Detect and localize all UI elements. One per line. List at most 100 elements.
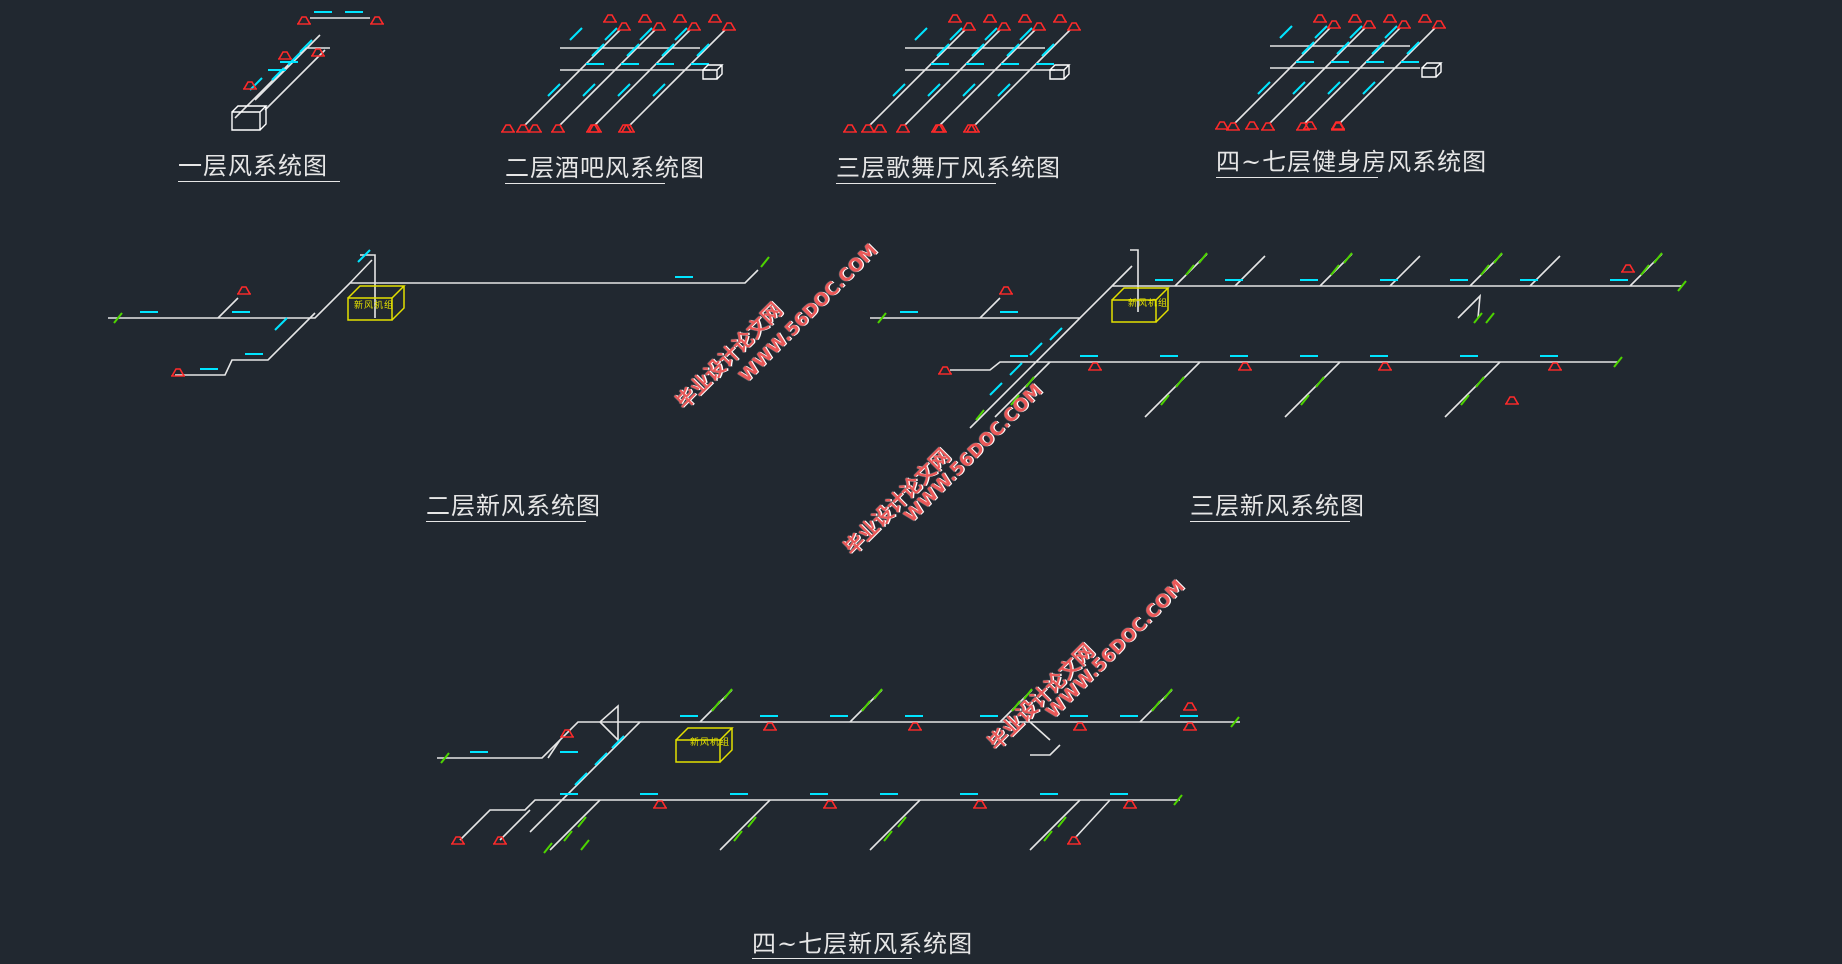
air-unit-box (231, 105, 268, 131)
duct-lines (108, 17, 1682, 851)
title-floor2-fresh-air-system: 二层新风系统图 (426, 492, 601, 520)
duct-line (254, 34, 321, 101)
valve-mark (543, 842, 553, 854)
air-diffuser-symbol (297, 16, 311, 25)
duct-size-annotation (617, 83, 631, 97)
air-diffuser-symbol (1362, 20, 1376, 29)
valve-marks (113, 252, 1687, 854)
air-diffuser-symbol (237, 286, 251, 295)
valve-mark (733, 830, 743, 842)
title-underline (505, 183, 665, 184)
duct-size-annotation (949, 27, 963, 41)
duct-line (1284, 361, 1341, 418)
duct-line (1030, 744, 1061, 756)
air-diffuser-symbol (638, 14, 652, 23)
duct-size-annotation (1336, 41, 1350, 55)
duct-size-annotation (652, 83, 666, 97)
air-diffuser-symbol (1183, 702, 1197, 711)
duct-size-annotation (1301, 41, 1315, 55)
valve-mark (1677, 280, 1687, 292)
air-diffuser-symbol (708, 14, 722, 23)
valve-mark (1640, 264, 1650, 276)
air-diffuser-symbol (861, 124, 875, 133)
title-floor4-7-gym-air-system: 四~七层健身房风系统图 (1216, 148, 1488, 176)
title-underline (752, 958, 912, 959)
air-diffuser-symbol (516, 124, 530, 133)
duct-line (264, 49, 326, 111)
air-diffuser-symbol (843, 124, 857, 133)
valve-mark (1300, 394, 1310, 406)
duct-size-annotation (1371, 41, 1385, 55)
duct-size-annotation (1279, 25, 1293, 39)
valve-mark (711, 700, 721, 712)
duct-line (979, 297, 1001, 319)
duct-size-annotation (274, 317, 288, 331)
air-diffuser-symbol (1296, 122, 1310, 131)
duct-size-annotation (984, 27, 998, 41)
valve-mark (1480, 264, 1490, 276)
air-diffuser-symbol (1088, 362, 1102, 371)
duct-line (939, 69, 996, 126)
duct-line (175, 312, 316, 376)
duct-size-annotation (1327, 81, 1341, 95)
air-diffuser-symbol (653, 800, 667, 809)
duct-line (108, 269, 759, 319)
duct-line (459, 799, 1180, 841)
duct-line (869, 69, 926, 126)
air-diffuser-symbol (1067, 22, 1081, 31)
valve-mark (1043, 830, 1053, 842)
valve-mark (440, 752, 450, 764)
title-floor1-air-system: 一层风系统图 (178, 152, 328, 180)
valve-mark (563, 830, 573, 842)
title-underline (1190, 521, 1350, 522)
air-diffuser-symbol (687, 22, 701, 31)
valve-mark (1173, 794, 1183, 806)
air-diffuser-symbol (948, 14, 962, 23)
duct-line (547, 739, 561, 759)
air-diffuser-symbol (908, 722, 922, 731)
air-diffuser-symbol (1067, 836, 1081, 845)
air-diffuser-symbol (528, 124, 542, 133)
duct-size-annotation (249, 77, 263, 91)
duct-size-annotation (892, 83, 906, 97)
valve-mark (1613, 356, 1623, 368)
air-diffuser-symbol (1215, 121, 1229, 130)
air-diffuser-symbol (652, 22, 666, 31)
duct-size-annotation (696, 43, 710, 57)
air-diffuser-symbol (501, 124, 515, 133)
air-diffuser-symbol (1226, 122, 1240, 131)
air-diffuser-symbol (1621, 264, 1635, 273)
duct-line (969, 317, 1081, 429)
air-unit-box (1049, 64, 1071, 80)
equipment-boxes (231, 62, 1443, 763)
valve-mark (1198, 252, 1208, 264)
duct-size-annotation (299, 39, 313, 53)
air-diffuser-symbol (973, 800, 987, 809)
air-diffuser-symbol (1261, 122, 1275, 131)
duct-line (559, 69, 616, 126)
valve-mark (1175, 376, 1185, 388)
duct-line (594, 69, 651, 126)
duct-line (869, 799, 921, 851)
air-diffuser-symbol (1073, 722, 1087, 731)
duct-line (1130, 249, 1139, 312)
duct-size-annotation (591, 43, 605, 57)
valve-mark (1057, 816, 1067, 828)
valve-mark (1330, 264, 1340, 276)
duct-size-annotation (569, 27, 583, 41)
duct-line (529, 721, 641, 833)
air-diffuser-symbol (823, 800, 837, 809)
valve-mark (1315, 376, 1325, 388)
valve-mark (975, 409, 985, 421)
duct-size-annotation (914, 27, 928, 41)
duct-size-annotation (582, 83, 596, 97)
duct-line (974, 69, 1031, 126)
air-diffuser-symbol (873, 124, 887, 133)
valve-mark (1473, 312, 1483, 324)
air-diffuser-symbol (1053, 14, 1067, 23)
air-diffuser-symbol (171, 368, 185, 377)
duct-size-annotation (1009, 362, 1023, 376)
duct-size-annotation (1257, 81, 1271, 95)
valve-mark (760, 256, 770, 268)
